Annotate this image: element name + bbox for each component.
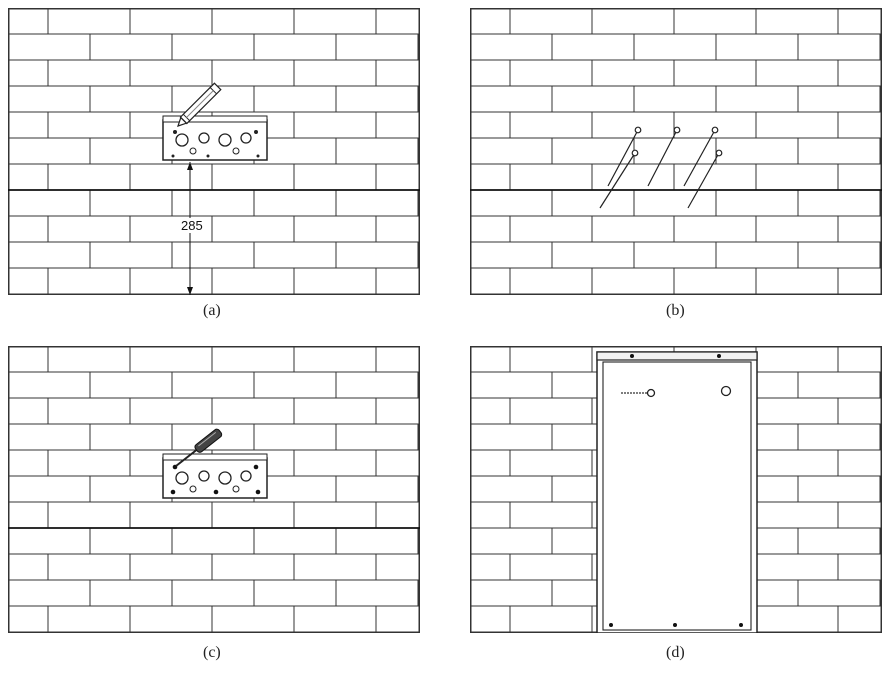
brick-wall-c bbox=[8, 346, 420, 633]
wall-anchor-icon bbox=[599, 126, 723, 209]
mounting-bracket-icon bbox=[162, 115, 268, 161]
brick-wall-b bbox=[470, 8, 882, 295]
panel-d-cabinet-mounted bbox=[470, 346, 882, 633]
mounting-bracket-icon bbox=[162, 453, 268, 499]
caption-d: (d) bbox=[666, 644, 685, 661]
caption-c: (c) bbox=[203, 644, 221, 661]
panel-a-mark-holes bbox=[8, 8, 420, 295]
caption-b: (b) bbox=[666, 302, 685, 319]
screwdriver-icon bbox=[175, 428, 223, 467]
brick-wall-a bbox=[8, 8, 420, 295]
cabinet-icon bbox=[596, 351, 758, 633]
brick-wall-d bbox=[470, 346, 882, 633]
dimension-label-285: 285 bbox=[180, 218, 204, 233]
caption-a: (a) bbox=[203, 302, 221, 319]
panel-c-fix-bracket bbox=[8, 346, 420, 633]
pencil-icon bbox=[177, 82, 222, 127]
panel-b-insert-anchors bbox=[470, 8, 882, 295]
